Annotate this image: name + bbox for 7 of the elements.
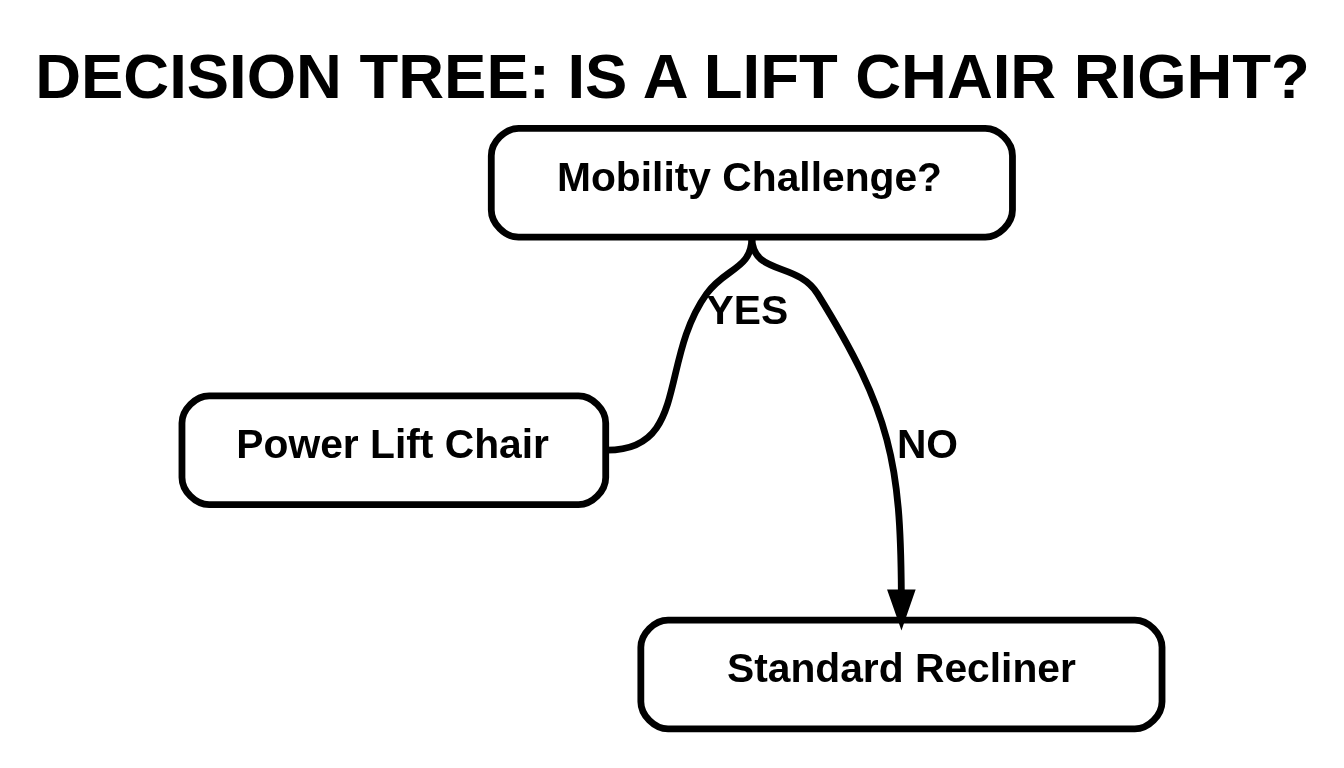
node-box: Power Lift Chair (178, 391, 610, 508)
node-box: Mobility Challenge? (487, 124, 1016, 241)
edge-label: YES (706, 286, 789, 333)
arrow (748, 236, 916, 630)
edge-label: NO (896, 420, 959, 467)
diagram-title: DECISION TREE: IS A LIFT CHAIR RIGHT? (35, 40, 1310, 111)
node-box: Standard Recliner (637, 616, 1166, 732)
